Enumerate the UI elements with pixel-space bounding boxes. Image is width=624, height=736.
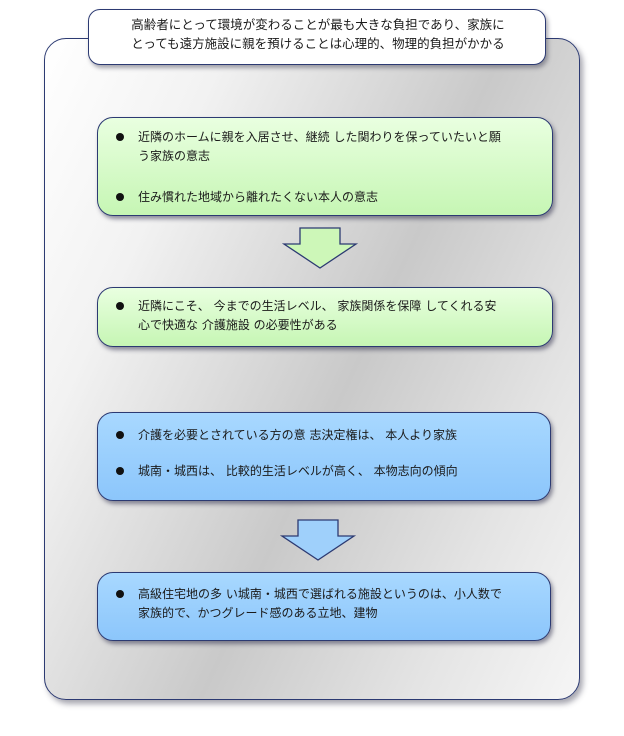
bullet-icon — [116, 431, 124, 439]
down-arrow-icon — [279, 519, 357, 561]
bullet-icon — [116, 133, 124, 141]
care-facility-need-box: 近隣にこそ、 今までの生活レベル、 家族関係を保障 してくれる安 心で快適な 介… — [97, 287, 553, 347]
bullet-icon — [116, 302, 124, 310]
bullet-text: 介護を必要とされている方の意 志決定権は、 本人より家族 — [138, 428, 458, 442]
bullet-item: 住み慣れた地域から離れたくない本人の意志 — [112, 188, 538, 207]
bullet-item: 高級住宅地の多 い城南・城西で選ばれる施設というのは、小人数で 家族的で、かつグ… — [112, 585, 536, 623]
bullet-text: 近隣のホームに親を入居させ、継続 した関わりを保っていたいと願 — [138, 130, 501, 144]
bullet-text: 家族的で、かつグレード感のある立地、建物 — [138, 606, 378, 620]
header-statement: 高齢者にとって環境が変わることが最も大きな負担であり、家族に とっても遠方施設に… — [88, 9, 546, 65]
bullet-item: 城南・城西は、 比較的生活レベルが高く、 本物志向の傾向 — [112, 462, 536, 481]
down-arrow-icon — [281, 227, 359, 269]
decision-maker-box: 介護を必要とされている方の意 志決定権は、 本人より家族 城南・城西は、 比較的… — [97, 412, 551, 501]
bullet-text: 心で快適な 介護施設 の必要性がある — [138, 318, 338, 332]
bullet-icon — [116, 193, 124, 201]
bullet-item: 近隣のホームに親を入居させ、継続 した関わりを保っていたいと願 う家族の意志 — [112, 128, 538, 166]
bullet-text: 高級住宅地の多 い城南・城西で選ばれる施設というのは、小人数で — [138, 587, 502, 601]
bullet-item: 介護を必要とされている方の意 志決定権は、 本人より家族 — [112, 426, 536, 445]
bullet-text: 住み慣れた地域から離れたくない本人の意志 — [138, 190, 379, 204]
bullet-icon — [116, 467, 124, 475]
bullet-text: 近隣にこそ、 今までの生活レベル、 家族関係を保障 してくれる安 — [138, 299, 497, 313]
selected-facility-box: 高級住宅地の多 い城南・城西で選ばれる施設というのは、小人数で 家族的で、かつグ… — [97, 572, 551, 641]
header-line: とっても遠方施設に親を預けることは心理的、物理的負担がかかる — [131, 36, 505, 51]
bullet-item: 近隣にこそ、 今までの生活レベル、 家族関係を保障 してくれる安 心で快適な 介… — [112, 297, 538, 335]
header-line: 高齢者にとって環境が変わることが最も大きな負担であり、家族に — [131, 17, 505, 32]
bullet-icon — [116, 590, 124, 598]
family-wish-box: 近隣のホームに親を入居させ、継続 した関わりを保っていたいと願 う家族の意志 住… — [97, 117, 553, 216]
bullet-text: う家族の意志 — [138, 149, 211, 163]
bullet-text: 城南・城西は、 比較的生活レベルが高く、 本物志向の傾向 — [138, 464, 458, 478]
